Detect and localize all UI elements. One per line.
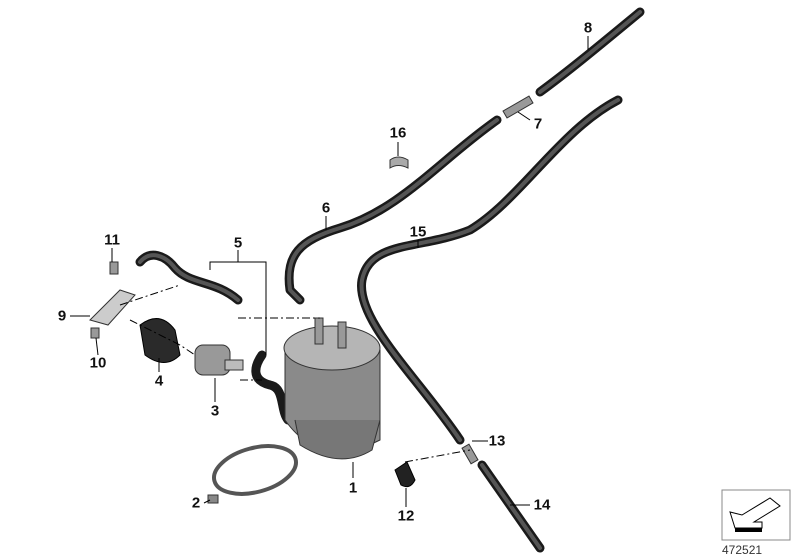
hose-6[interactable] xyxy=(284,115,502,305)
screw-11[interactable] xyxy=(109,261,119,275)
hose-14[interactable] xyxy=(477,460,545,553)
part-label-5[interactable]: 5 xyxy=(233,234,243,252)
part-label-14[interactable]: 14 xyxy=(533,496,551,514)
bracket-9[interactable] xyxy=(89,289,136,326)
part-label-13[interactable]: 13 xyxy=(488,432,506,450)
part-label-8[interactable]: 8 xyxy=(583,19,593,37)
part-label-15[interactable]: 15 xyxy=(409,223,427,241)
part-label-3[interactable]: 3 xyxy=(210,402,220,420)
clamp-2[interactable] xyxy=(207,438,301,504)
leader-lines xyxy=(70,36,589,507)
connector-7[interactable] xyxy=(502,95,534,119)
clip-16[interactable] xyxy=(389,156,409,169)
hose-8[interactable] xyxy=(535,7,645,97)
nut-10[interactable] xyxy=(90,327,100,339)
part-label-10[interactable]: 10 xyxy=(89,354,107,372)
holder-4[interactable] xyxy=(139,318,181,363)
part-label-2[interactable]: 2 xyxy=(191,494,201,512)
hose-5[interactable] xyxy=(135,250,293,425)
part-label-16[interactable]: 16 xyxy=(389,124,407,142)
part-label-12[interactable]: 12 xyxy=(397,507,415,525)
elbow-12[interactable] xyxy=(394,461,416,488)
orientation-arrow-icon xyxy=(721,489,791,541)
hose-15[interactable] xyxy=(357,95,623,445)
part-label-9[interactable]: 9 xyxy=(57,307,67,325)
carbon-canister-1[interactable] xyxy=(283,317,381,460)
part-label-11[interactable]: 11 xyxy=(104,231,120,249)
part-label-1[interactable]: 1 xyxy=(348,479,358,497)
connector-13[interactable] xyxy=(461,443,479,465)
valve-3[interactable] xyxy=(194,344,244,376)
part-label-4[interactable]: 4 xyxy=(154,372,164,390)
part-label-6[interactable]: 6 xyxy=(321,199,331,217)
diagram-reference-number: 472521 xyxy=(722,543,763,557)
part-label-7[interactable]: 7 xyxy=(533,115,543,133)
